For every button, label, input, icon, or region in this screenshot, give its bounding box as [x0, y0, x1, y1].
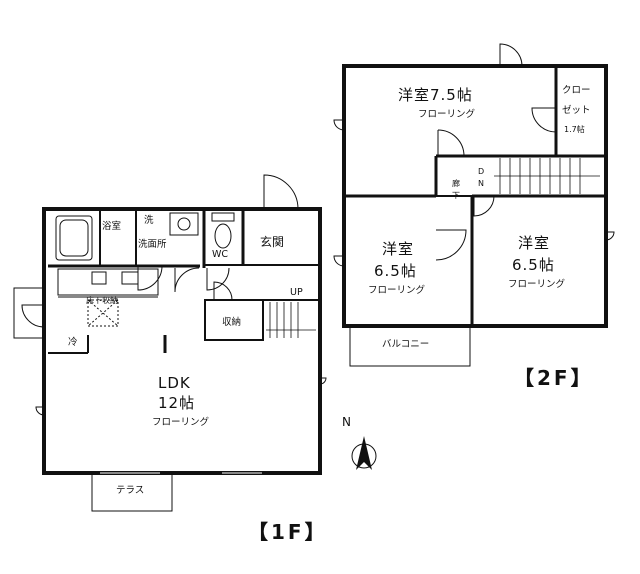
room-7-5-label: 洋室7.5帖 — [398, 86, 473, 104]
first-floor-title: 【1F】 — [248, 520, 328, 544]
washroom-label: 洗面所 — [138, 239, 167, 250]
closet-label-2: ゼット — [562, 105, 591, 116]
room-6-5-east-floor: フローリング — [508, 279, 566, 290]
second-floor-walls — [333, 43, 615, 367]
room-6-5-west-size: 6.5帖 — [374, 262, 417, 280]
entrance-label: 玄関 — [260, 235, 285, 249]
dn-label-1: D — [478, 167, 485, 176]
closet-label-1: クロー — [562, 85, 591, 96]
north-label: N — [342, 415, 351, 429]
ldk-label: LDK — [158, 374, 191, 392]
ldk-size-label: 12帖 — [158, 394, 196, 412]
room-6-5-east-size: 6.5帖 — [512, 256, 555, 274]
closet-size-label: 1.7帖 — [564, 125, 585, 134]
second-floor-title: 【2F】 — [514, 366, 594, 390]
terrace-label: テラス — [116, 485, 145, 496]
hallway-label-1: 廊 — [452, 179, 460, 188]
storage-label: 収納 — [222, 317, 242, 328]
balcony-label: バルコニー — [382, 339, 430, 350]
bath-label: 浴室 — [102, 221, 122, 232]
room-6-5-east-label: 洋室 — [518, 234, 551, 252]
first-floor-walls — [13, 174, 327, 512]
fridge-label: 冷 — [68, 337, 78, 348]
room-6-5-west-floor: フローリング — [368, 285, 426, 296]
underfloor-storage-label: 床下収納 — [86, 296, 118, 305]
wash-mark-label: 洗 — [144, 215, 154, 226]
wc-label: WC — [212, 249, 229, 260]
north-arrow — [351, 436, 377, 470]
hallway-label-2: 下 — [452, 191, 460, 200]
room-7-5-floor-label: フローリング — [418, 109, 476, 120]
room-6-5-west-label: 洋室 — [382, 240, 415, 258]
dn-label-2: N — [478, 179, 484, 188]
up-label: UP — [290, 287, 303, 298]
ldk-floor-label: フローリング — [152, 417, 210, 428]
